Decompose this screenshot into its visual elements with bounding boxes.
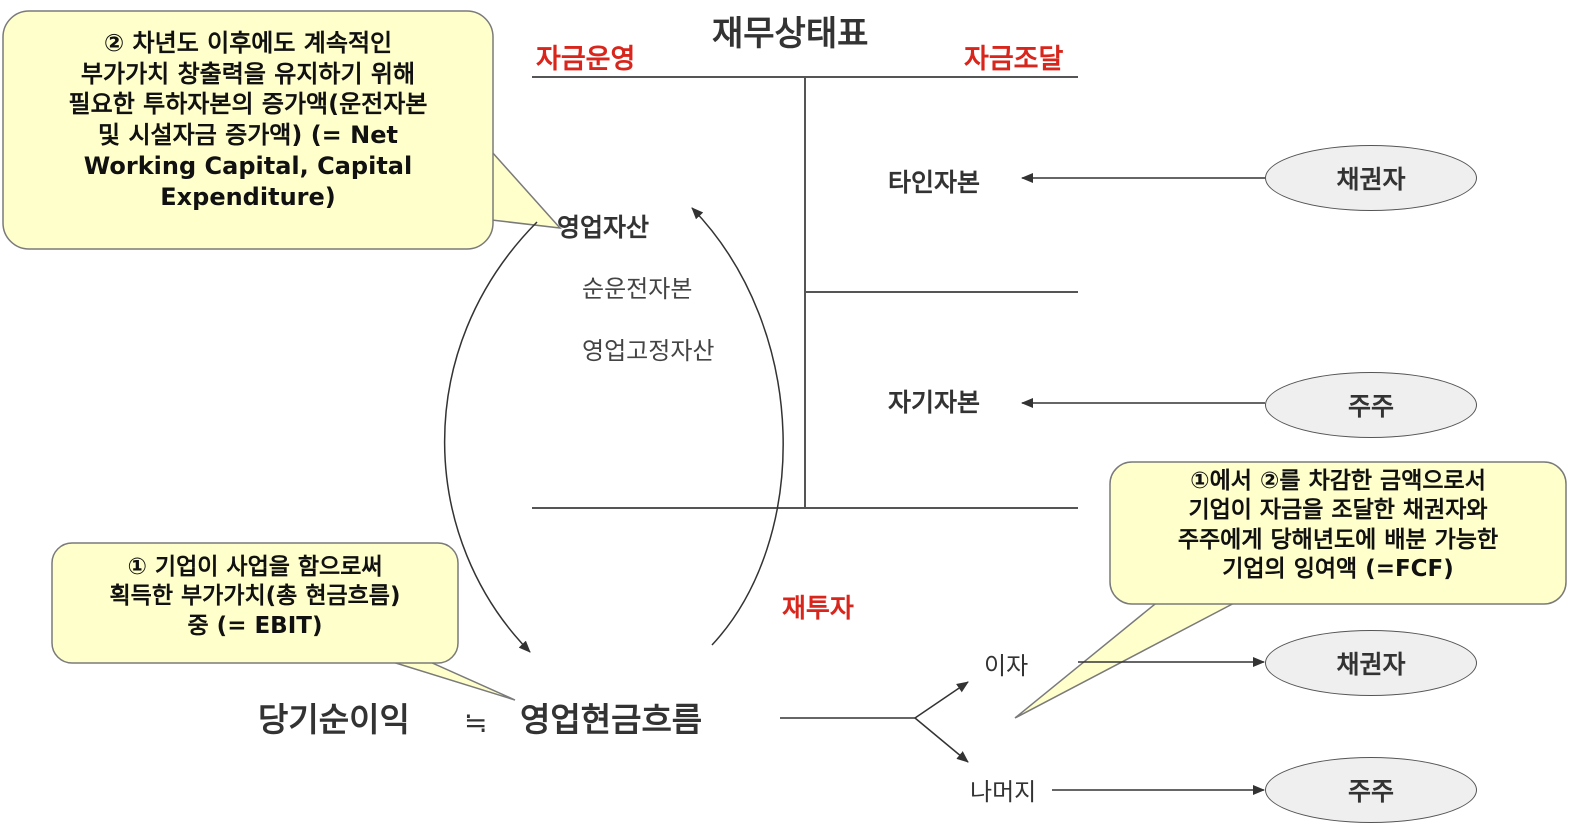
interest-label: 이자: [984, 652, 1029, 680]
callout-3-line: 기업의 잉여액 (=FCF): [1222, 556, 1454, 583]
callout-2-line: Working Capital, Capital: [83, 151, 413, 180]
remainder-label: 나머지: [970, 778, 1037, 806]
callout-2-line: Expenditure): [160, 182, 336, 211]
flow-arrows: [780, 173, 1265, 795]
callout-1-box: [51, 542, 459, 664]
arrow-to-interest: [914, 681, 969, 719]
balance-sheet-title: 재무상태표: [712, 14, 869, 54]
creditor-oval-bottom: 채권자: [1265, 630, 1477, 696]
callout-2-line: ② 차년도 이후에도 계속적인: [103, 29, 393, 57]
equity-label: 자기자본: [888, 388, 981, 417]
callout-2-text: ② 차년도 이후에도 계속적인 부가가치 창출력을 유지하기 위해 필요한 투하…: [3, 28, 493, 212]
callout-2-line: 필요한 투하자본의 증가액(운전자본: [68, 90, 428, 119]
callout-shapes: [2, 10, 1567, 719]
net-income-label: 당기순이익: [258, 700, 410, 739]
liabilities-label: 타인자본: [888, 168, 981, 197]
balance-sheet-lines: [532, 76, 1078, 509]
callout-3-box: [1109, 461, 1567, 605]
callout-1-line: 획득한 부가가치(총 현금흐름): [109, 583, 401, 610]
shareholder-oval-bottom: 주주: [1265, 757, 1477, 823]
arrow-to-remainder: [914, 717, 969, 763]
fund-operation-label: 자금운영: [536, 44, 636, 75]
callout-1-line: ① 기업이 사업을 함으로써: [127, 554, 383, 580]
callout-3-line: 기업이 자금을 조달한 채권자와: [1188, 497, 1488, 524]
flow-curves: [443, 207, 784, 653]
curve-assets-to-cashflow: [443, 221, 538, 653]
operating-cashflow-label: 영업현금흐름: [520, 700, 703, 739]
creditor-oval-top: 채권자: [1265, 145, 1477, 211]
callout-3-line: 주주에게 당해년도에 배분 가능한: [1177, 526, 1499, 553]
shareholder-oval-top: 주주: [1265, 372, 1477, 438]
callout-2-line: 및 시설자금 증가액) (= Net: [98, 121, 398, 150]
callout-2-line: 부가가치 창출력을 유지하기 위해: [80, 59, 416, 88]
fund-raising-label: 자금조달: [964, 44, 1064, 75]
curve-reinvestment: [691, 207, 784, 646]
callout-1-line: 중 (= EBIT): [187, 612, 323, 639]
callout-1-text: ① 기업이 사업을 함으로써 획득한 부가가치(총 현금흐름) 중 (= EBI…: [52, 553, 458, 641]
approx-equal-sign: ≒: [464, 706, 488, 739]
callout-2-box: [2, 10, 494, 250]
operating-fixed-assets-label: 영업고정자산: [582, 337, 715, 365]
operating-assets-label: 영업자산: [557, 213, 650, 242]
reinvestment-label: 재투자: [782, 594, 854, 624]
callout-3-line: ①에서 ②를 차감한 금액으로서: [1190, 468, 1486, 494]
net-working-capital-label: 순운전자본: [582, 275, 693, 303]
callout-3-tail: [1014, 599, 1241, 719]
callout-3-text: ①에서 ②를 차감한 금액으로서 기업이 자금을 조달한 채권자와 주주에게 당…: [1110, 467, 1566, 585]
